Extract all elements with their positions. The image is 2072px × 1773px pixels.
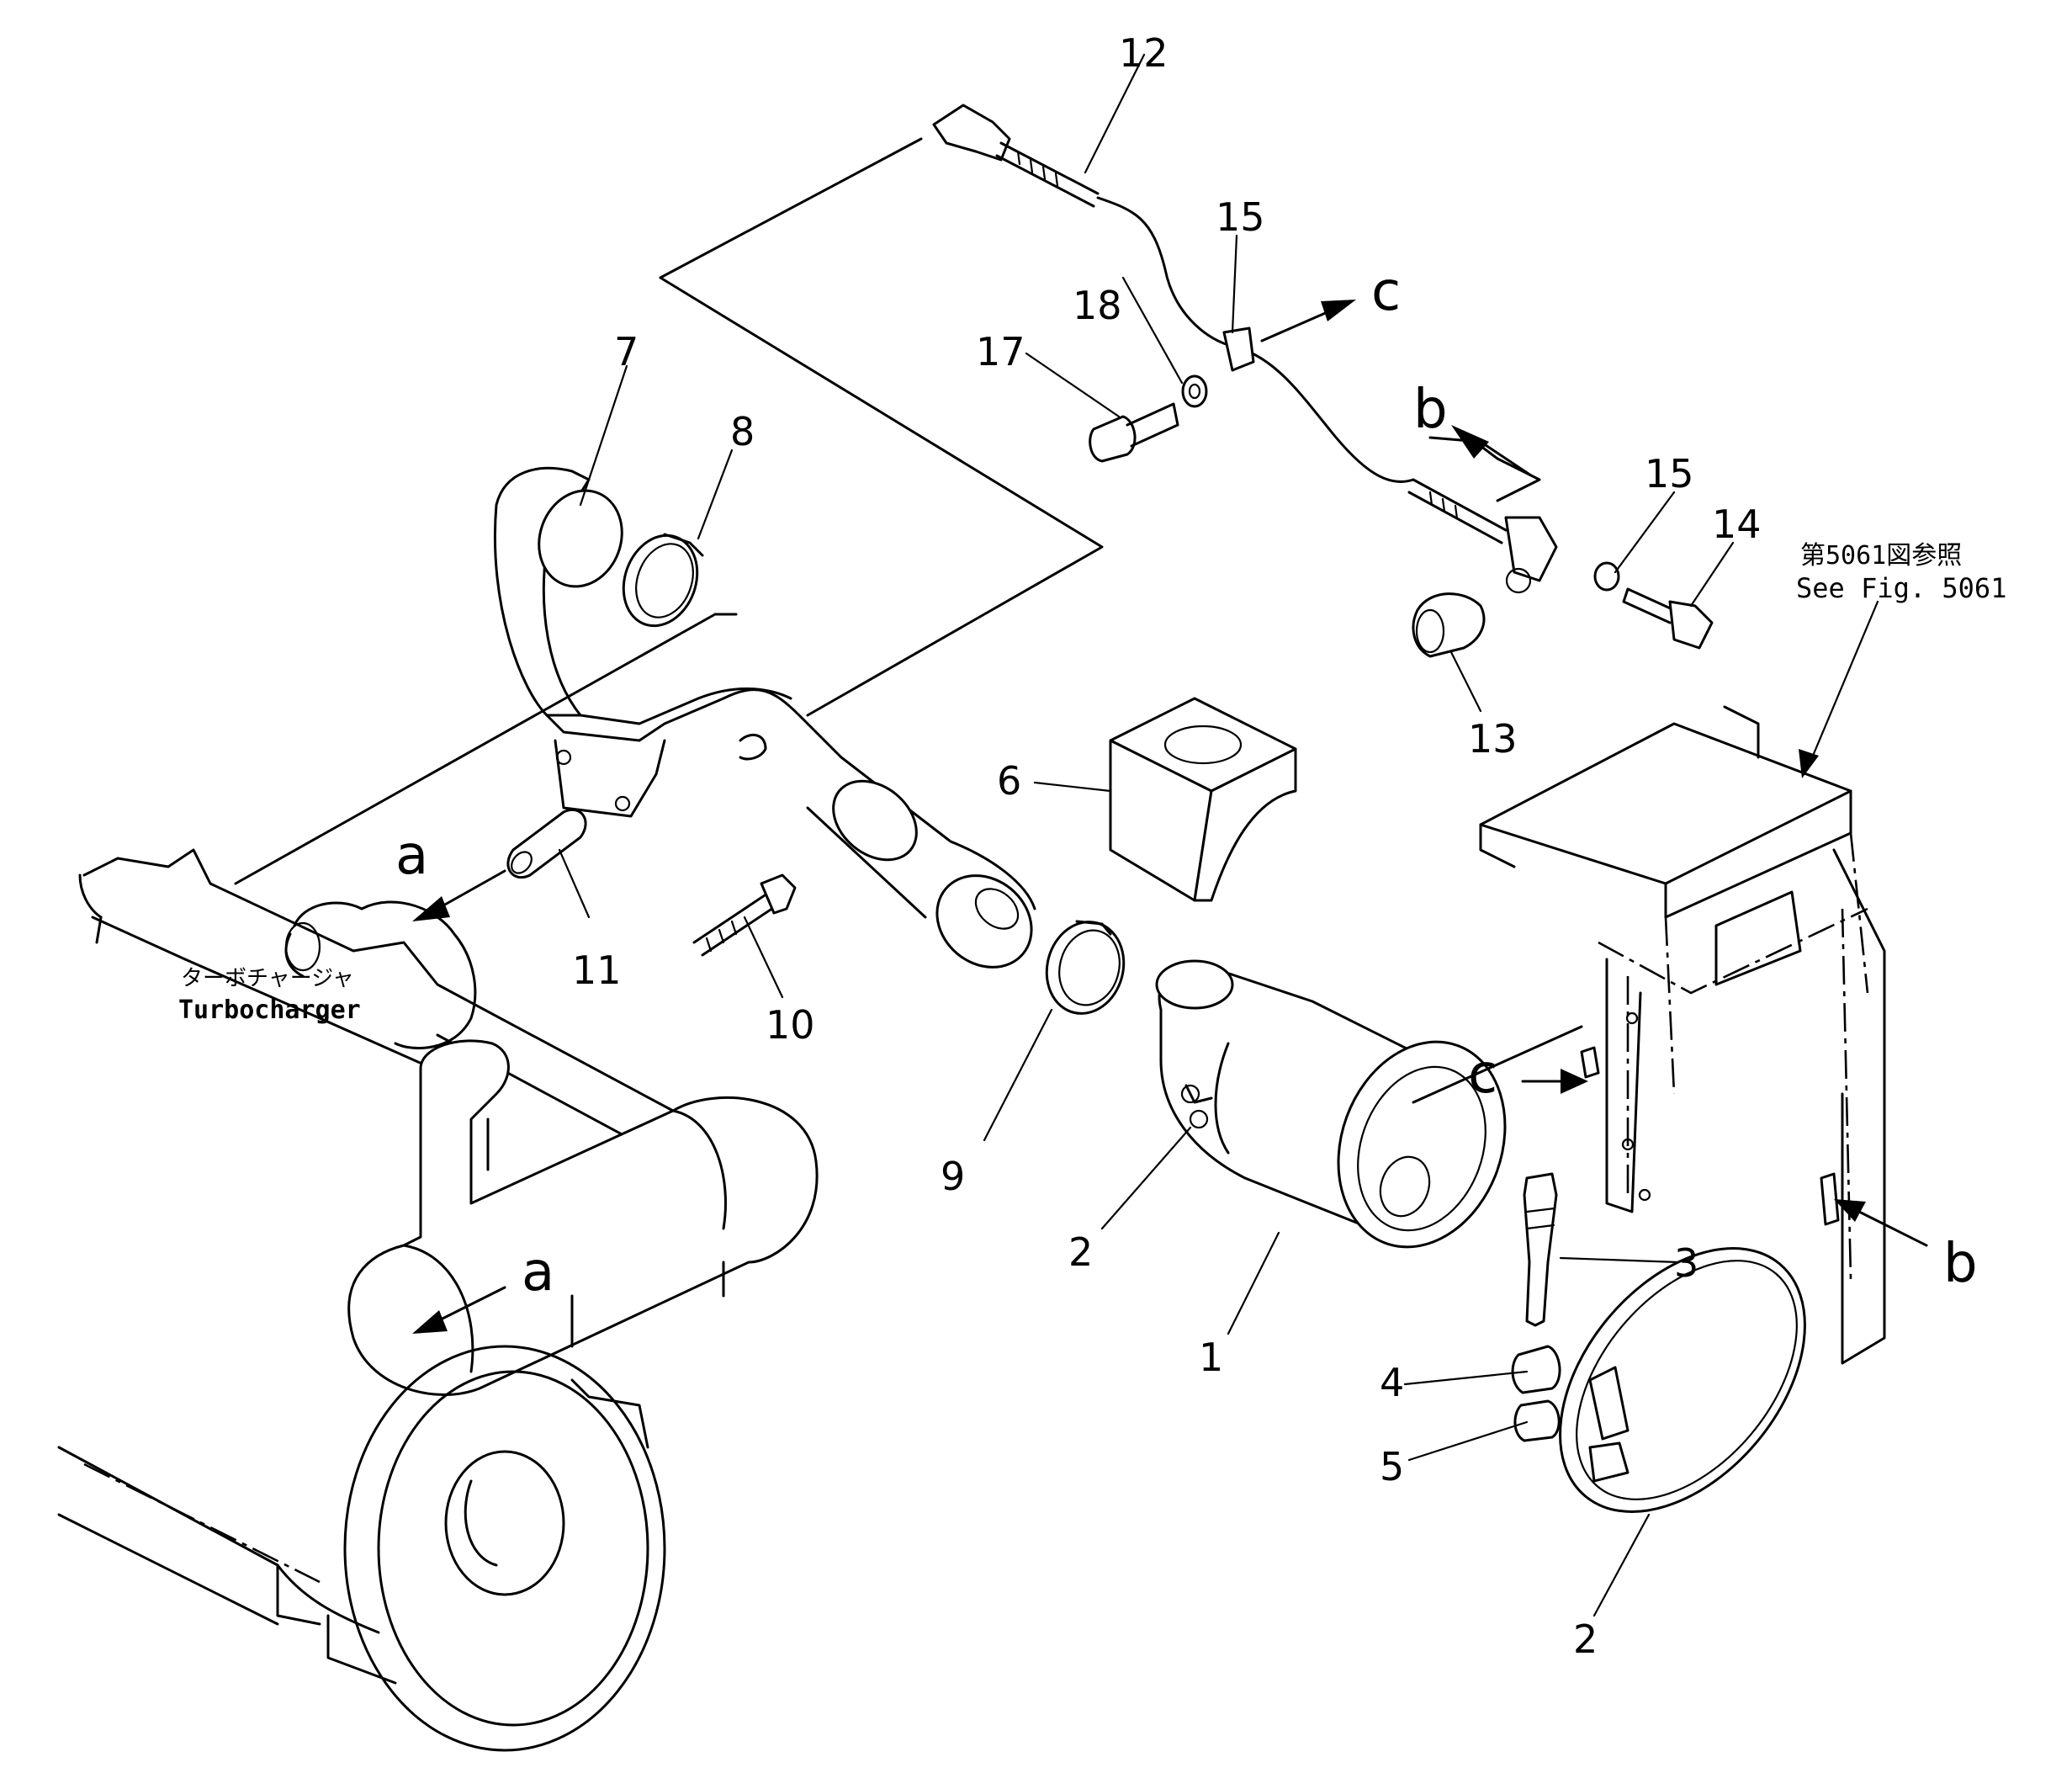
callout-16: 15 (1216, 194, 1265, 240)
callout-9: 9 (941, 1154, 966, 1199)
arrow-a-upper (412, 869, 506, 921)
reference-outline (234, 137, 1583, 1104)
plug-5 (1513, 1399, 1561, 1442)
callout-14: 14 (1712, 502, 1762, 547)
arrow-a-lower (412, 1286, 506, 1334)
ref-letter-a-lower: a (522, 1241, 555, 1303)
hose-clamp-9 (1045, 920, 1126, 1015)
callout-3: 3 (1674, 1240, 1699, 1286)
callout-5: 5 (1380, 1444, 1405, 1489)
callout-2-lower: 2 (1573, 1616, 1598, 1662)
muffler (347, 1039, 819, 1396)
turbocharger (284, 900, 477, 1049)
washer-15 (1593, 561, 1620, 592)
callout-7: 7 (614, 329, 639, 374)
bolt-17 (1089, 402, 1179, 463)
turbocharger-label-en: Turbocharger (178, 995, 361, 1025)
arrow-b-lower (1834, 1199, 1928, 1247)
arrow-fig-ref (1799, 749, 1819, 778)
vacuum-hose-12 (932, 104, 1558, 594)
callout-10: 10 (766, 1002, 815, 1048)
callout-12: 12 (1119, 30, 1168, 76)
bolt-14 (1622, 587, 1714, 650)
plug-4 (1511, 1345, 1561, 1394)
cover-6 (1109, 697, 1297, 902)
dust-indicator-3 (1523, 1172, 1558, 1327)
ref-letter-b-lower: b (1943, 1233, 1978, 1295)
callout-15: 15 (1645, 451, 1694, 496)
callout-18: 18 (1073, 283, 1122, 328)
engine-block (57, 848, 675, 1634)
callout-2-upper: 2 (1068, 1229, 1094, 1275)
callout-8: 8 (730, 409, 755, 454)
flywheel-housing (326, 1345, 666, 1752)
intake-elbow-7 (493, 466, 1036, 969)
bracket-fig-5061 (1479, 705, 1886, 1365)
ref-letter-a-upper: a (395, 825, 429, 887)
bolt-10 (692, 873, 797, 957)
mounting-band-2 (1559, 1247, 1806, 1513)
ref-letter-b-upper: b (1413, 379, 1448, 441)
fig-ref-label-ja: 第5061図参照 (1800, 541, 1963, 571)
arrow-c-lower (1521, 1069, 1588, 1094)
arrow-b-upper (1428, 425, 1533, 477)
hose-clamp-8 (622, 533, 704, 628)
arrow-c-upper (1260, 300, 1356, 342)
leader-lines (558, 53, 1879, 1617)
callout-13: 13 (1468, 716, 1518, 762)
sleeve-11 (506, 808, 587, 879)
washer-18 (1181, 374, 1208, 408)
turbocharger-label-ja: ターボチャージャ (181, 966, 354, 991)
air-cleaner-1 (1155, 959, 1507, 1249)
fitting-13 (1412, 592, 1486, 658)
ref-letter-c-upper: c (1371, 261, 1402, 323)
ref-letter-c-lower: c (1468, 1043, 1498, 1106)
callout-17: 17 (976, 329, 1025, 374)
clip-16 (1222, 326, 1255, 372)
callout-1: 1 (1199, 1335, 1224, 1380)
callout-6: 6 (997, 758, 1022, 804)
callout-4: 4 (1380, 1360, 1405, 1405)
fig-ref-label-en: See Fig. 5061 (1796, 572, 2007, 604)
callout-11: 11 (572, 948, 622, 993)
